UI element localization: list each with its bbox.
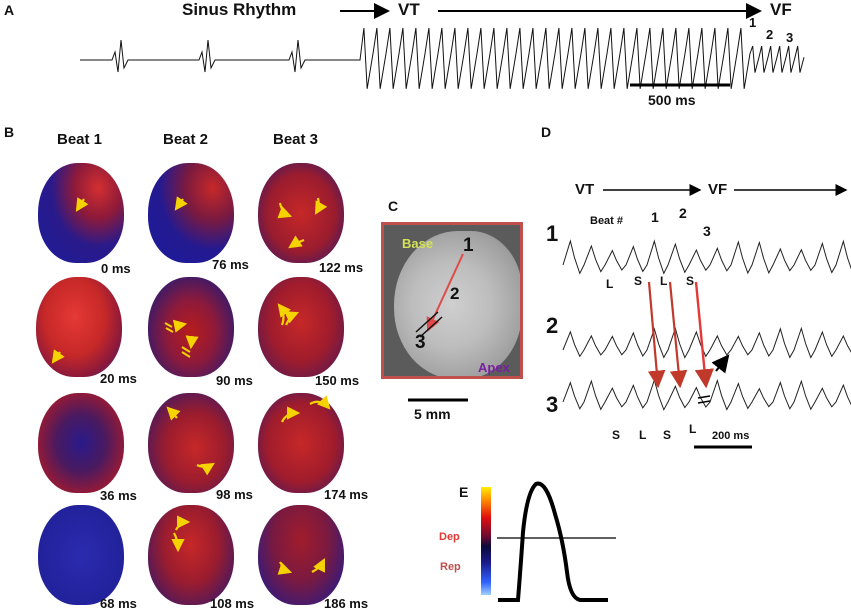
a-site-2: 2: [766, 27, 774, 42]
d-beat-3: 3: [703, 223, 711, 239]
d-row-3: 3: [546, 392, 559, 417]
map-b3-r1: [258, 163, 344, 263]
d-r3-mark-4: L: [689, 422, 697, 436]
time-r4-b3: 186 ms: [324, 596, 369, 611]
time-r2-b3: 150 ms: [315, 373, 360, 388]
time-r1-b1: 0 ms: [101, 261, 131, 276]
d-r1-mark-2: S: [634, 274, 643, 288]
d-r1-mark-4: S: [686, 274, 695, 288]
c-site-3: 3: [415, 332, 426, 353]
map-b2-r3: [148, 393, 234, 493]
panel-e-letter: E: [459, 484, 469, 500]
d-r1-mark-1: L: [606, 277, 614, 291]
panel-d-letter: D: [541, 124, 552, 140]
d-vf-label: VF: [708, 181, 728, 198]
time-r1-b3: 122 ms: [319, 260, 364, 275]
beat-3-header: Beat 3: [273, 131, 319, 148]
time-r1-b2: 76 ms: [212, 257, 249, 272]
trace-d-row-2: [562, 326, 851, 359]
map-b2-r4: [148, 505, 234, 605]
map-b1-r2: [36, 277, 122, 377]
beat-1-header: Beat 1: [57, 131, 103, 148]
d-r3-mark-1: S: [612, 428, 621, 442]
c-site-1: 1: [463, 235, 474, 256]
map-b2-r1: [148, 163, 234, 263]
d-r3-mark-2: L: [639, 428, 647, 442]
colorbar: [481, 487, 491, 595]
beat-number-label: Beat #: [590, 215, 624, 227]
map-b3-r3: [258, 393, 344, 493]
map-b1-r1: [38, 163, 124, 263]
trace-d-row-3: [562, 378, 851, 411]
time-r3-b2: 98 ms: [216, 487, 253, 502]
rep-label: Rep: [440, 561, 461, 573]
time-r4-b1: 68 ms: [100, 596, 137, 611]
vt-label: VT: [398, 0, 420, 19]
sinus-rhythm-label: Sinus Rhythm: [182, 0, 297, 19]
apex-label: Apex: [478, 360, 510, 375]
vf-label: VF: [770, 0, 792, 19]
d-row-1: 1: [546, 221, 559, 246]
d-row-2: 2: [546, 313, 559, 338]
time-r3-b1: 36 ms: [100, 488, 137, 503]
panel-b-letter: B: [4, 124, 15, 140]
time-r2-b1: 20 ms: [100, 371, 137, 386]
d-vt-label: VT: [575, 181, 595, 198]
time-r2-b2: 90 ms: [216, 373, 253, 388]
d-r1-mark-3: L: [660, 274, 668, 288]
panel-a-letter: A: [4, 2, 15, 18]
d-beat-1: 1: [651, 209, 659, 225]
a-site-1: 1: [749, 15, 757, 30]
map-b1-r4: [38, 505, 124, 605]
panel-a-trace: [80, 3, 805, 89]
base-label: Base: [402, 236, 434, 251]
c-scalebar-label: 5 mm: [414, 406, 451, 422]
panel-c-letter: C: [388, 198, 399, 214]
map-b1-r3: [38, 393, 124, 493]
d-beat-2: 2: [679, 205, 687, 221]
a-scalebar-label: 500 ms: [648, 92, 696, 108]
beat-2-header: Beat 2: [163, 131, 209, 148]
a-site-3: 3: [786, 30, 794, 45]
map-b3-r2: [258, 277, 344, 377]
trace-d-row-1: [562, 239, 851, 275]
d-scalebar-label: 200 ms: [712, 430, 750, 442]
map-b2-r2: [148, 277, 234, 377]
map-b3-r4: [258, 505, 344, 605]
dep-label: Dep: [439, 531, 460, 543]
d-r3-mark-3: S: [663, 428, 672, 442]
ecg-trace: [80, 27, 805, 89]
time-r3-b3: 174 ms: [324, 487, 369, 502]
time-r4-b2: 108 ms: [210, 596, 255, 611]
c-site-2: 2: [450, 284, 460, 303]
